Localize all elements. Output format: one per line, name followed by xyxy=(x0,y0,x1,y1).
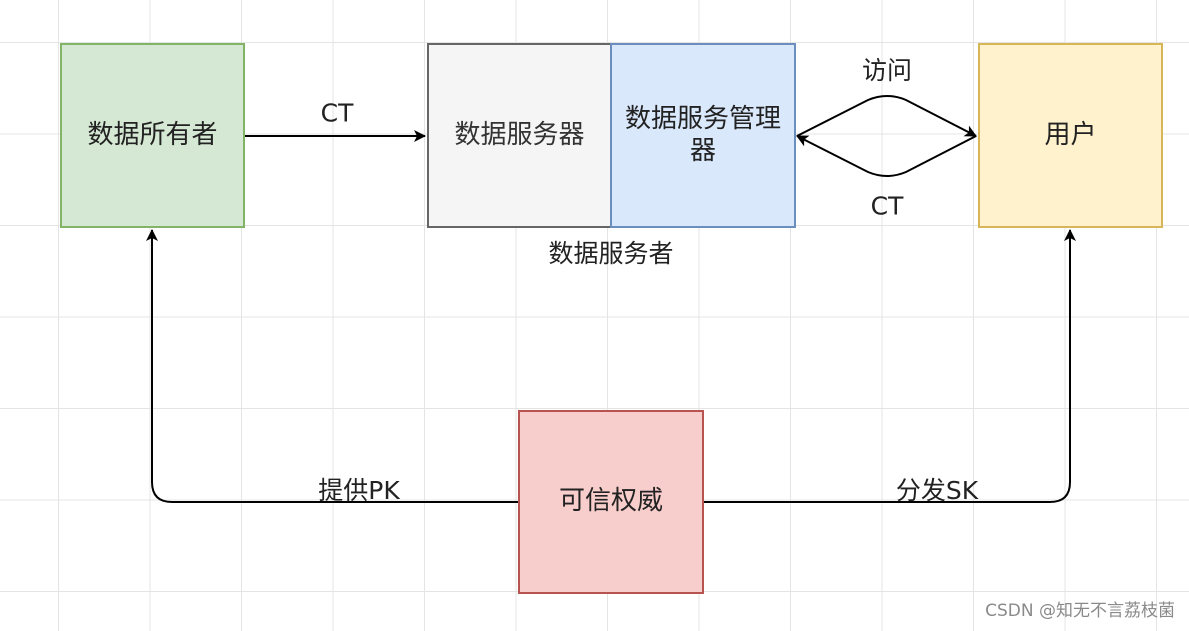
user-node[interactable]: 用户 xyxy=(978,43,1163,228)
group-label-data-servant: 数据服务者 xyxy=(548,239,674,268)
edge-visit xyxy=(796,95,977,137)
data-service-manager-node[interactable]: 数据服务管理器 xyxy=(610,43,796,228)
data-server-label: 数据服务器 xyxy=(454,119,585,150)
data-owner-node[interactable]: 数据所有者 xyxy=(60,43,245,228)
trusted-authority-node[interactable]: 可信权威 xyxy=(518,410,704,594)
data-server-node[interactable]: 数据服务器 xyxy=(427,43,612,228)
trusted-authority-label: 可信权威 xyxy=(558,486,663,517)
edge-distribute-sk xyxy=(704,229,1076,503)
edge-label-ct-return: CT xyxy=(870,191,904,221)
edge-label-ct-top: CT xyxy=(320,98,354,128)
edge-ct-return xyxy=(796,135,977,177)
edge-label-distribute-sk: 分发SK xyxy=(895,476,979,505)
edge-label-provide-pk: 提供PK xyxy=(318,476,400,505)
data-owner-label: 数据所有者 xyxy=(87,119,218,150)
user-label: 用户 xyxy=(1044,119,1097,150)
data-service-manager-label: 数据服务管理器 xyxy=(624,104,781,166)
watermark: CSDN @知无不言荔枝菌 xyxy=(985,601,1175,621)
edge-provide-pk xyxy=(146,229,518,503)
edge-label-visit: 访问 xyxy=(861,56,913,85)
